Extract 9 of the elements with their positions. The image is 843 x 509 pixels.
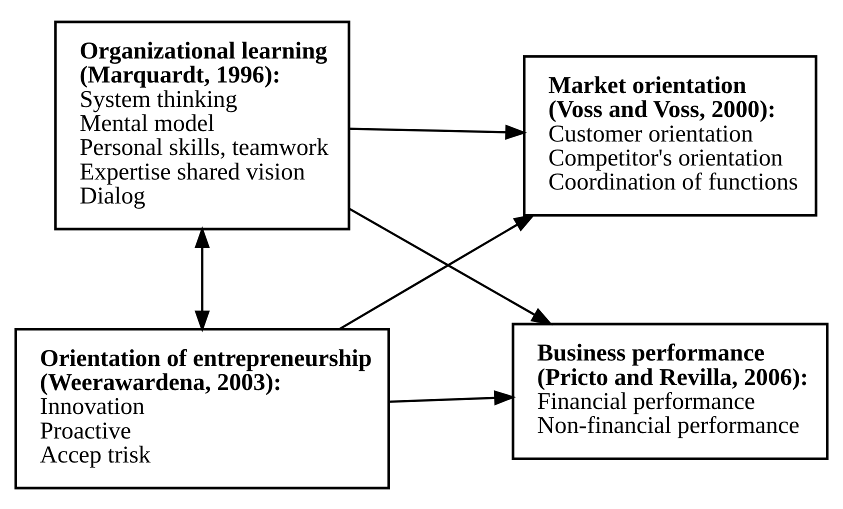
arrow: [348, 207, 554, 325]
arrow: [194, 226, 210, 332]
arrow: [338, 213, 536, 330]
node-box: Business performance (Pricto and Revilla, 2006): Financial performance Non-financial performance: [512, 322, 829, 460]
node-box: Organizational learning (Marquardt, 1996): System thinking Mental model Personal skills, teamwork Expertise shared vision Dialog: [54, 20, 350, 230]
arrow: [348, 124, 528, 140]
arrow: [388, 390, 516, 405]
node-box: Market orientation (Voss and Voss, 2000): Customer orientation Competitor's orientation Coordination of functions: [522, 54, 818, 216]
node-box: Orientation of entrepreneurship (Weerawardena, 2003): Innovation Proactive Accep trisk: [14, 327, 390, 489]
